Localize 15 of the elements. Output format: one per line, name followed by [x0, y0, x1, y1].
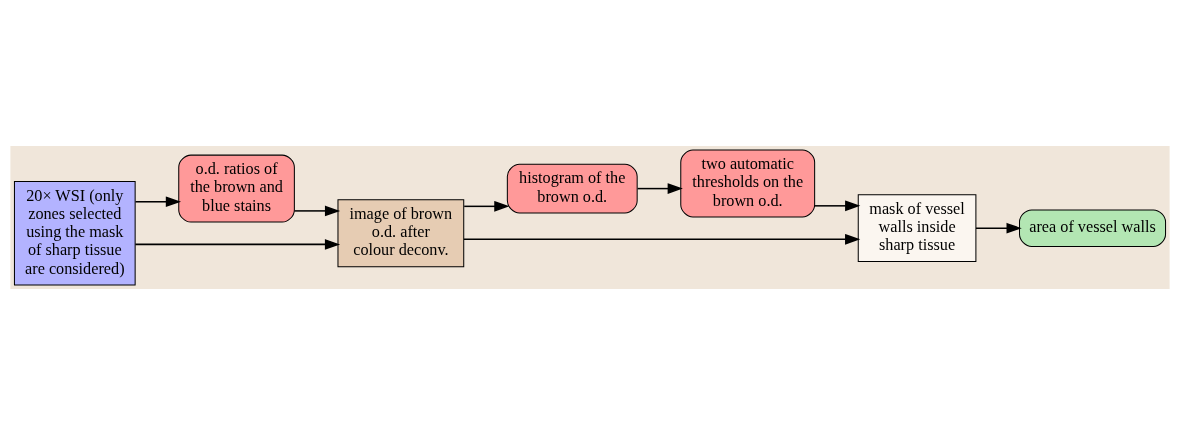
node-box: mask of vessel walls inside sharp tissue — [857, 193, 977, 262]
arrow — [293, 205, 341, 216]
arrow — [134, 195, 182, 207]
node-box: image of brown o.d. after colour deconv. — [337, 198, 465, 267]
node-box: 20× WSI (only zones selected using the mask of sharp tissue are considered) — [13, 180, 136, 285]
arrow — [975, 222, 1022, 233]
node-box: histogram of the brown o.d. — [506, 163, 638, 213]
arrow — [636, 182, 683, 194]
node-box: o.d. ratios of the brown and blue stains — [178, 154, 295, 223]
node-box: two automatic thresholds on the brown o.d. — [680, 149, 816, 217]
arrow — [134, 238, 341, 250]
arrow — [813, 200, 861, 211]
arrow — [463, 200, 510, 212]
node-box: area of vessel walls — [1019, 208, 1167, 247]
arrow — [463, 233, 861, 245]
